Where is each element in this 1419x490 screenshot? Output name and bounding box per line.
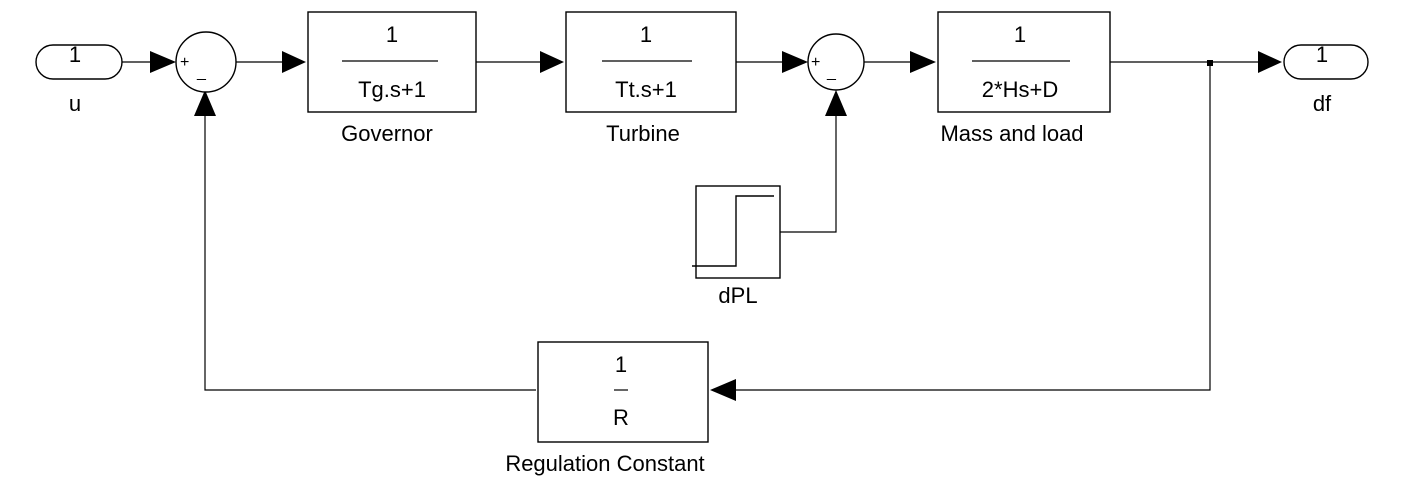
outport-shape xyxy=(1283,44,1369,80)
wire-feedback-branch xyxy=(736,62,1211,391)
sum2-plus-sign: + xyxy=(811,54,820,71)
regulation-block[interactable]: 1 R Regulation Constant xyxy=(505,341,709,476)
arrow-into-df xyxy=(1258,51,1282,73)
regulation-denominator: R xyxy=(613,405,629,430)
wire-regulation-to-sum1 xyxy=(204,116,536,391)
arrow-into-governor xyxy=(282,51,306,73)
arrowheads xyxy=(150,51,1282,401)
step-label: dPL xyxy=(718,283,757,308)
governor-numerator: 1 xyxy=(386,22,398,47)
branch-point xyxy=(1207,60,1213,66)
outport-number: 1 xyxy=(1316,42,1328,67)
inport-u[interactable]: 1 u xyxy=(35,42,123,116)
step-icon xyxy=(692,195,774,267)
turbine-numerator: 1 xyxy=(640,22,652,47)
inport-shape xyxy=(35,44,123,80)
outport-label: df xyxy=(1313,91,1332,116)
signal-lines xyxy=(122,60,1258,391)
arrow-into-turbine xyxy=(540,51,564,73)
turbine-label: Turbine xyxy=(606,121,680,146)
outport-df[interactable]: 1 df xyxy=(1283,42,1369,116)
sum1-plus-sign: + xyxy=(180,54,189,71)
mass-load-box xyxy=(937,11,1111,113)
regulation-numerator: 1 xyxy=(615,352,627,377)
governor-box xyxy=(307,11,477,113)
arrow-into-sum1 xyxy=(150,51,176,73)
sum-block-2[interactable]: + _ xyxy=(807,33,865,91)
mass-load-numerator: 1 xyxy=(1014,22,1026,47)
turbine-denominator: Tt.s+1 xyxy=(615,77,677,102)
inport-label: u xyxy=(69,91,81,116)
mass-load-block[interactable]: 1 2*Hs+D Mass and load xyxy=(937,11,1111,146)
sum2-minus-sign: _ xyxy=(826,64,837,81)
regulation-box xyxy=(537,341,709,443)
mass-load-label: Mass and load xyxy=(940,121,1083,146)
arrow-into-mass xyxy=(910,51,936,73)
step-source-dpl[interactable]: dPL xyxy=(692,185,781,308)
sum-block-1[interactable]: + _ xyxy=(175,31,237,93)
arrow-into-sum2-bottom xyxy=(825,90,847,116)
arrow-into-regulation xyxy=(710,379,736,401)
arrow-into-sum1-bottom xyxy=(194,90,216,116)
arrow-into-sum2 xyxy=(782,51,808,73)
governor-block[interactable]: 1 Tg.s+1 Governor xyxy=(307,11,477,146)
wire-dpl-to-sum2 xyxy=(780,116,837,233)
inport-number: 1 xyxy=(69,42,81,67)
sum1-circle xyxy=(175,31,237,93)
step-box xyxy=(695,185,781,279)
sum1-minus-sign: _ xyxy=(196,64,207,81)
turbine-block[interactable]: 1 Tt.s+1 Turbine xyxy=(565,11,737,146)
governor-denominator: Tg.s+1 xyxy=(358,77,426,102)
sum2-circle xyxy=(807,33,865,91)
governor-label: Governor xyxy=(341,121,433,146)
regulation-label: Regulation Constant xyxy=(505,451,704,476)
turbine-box xyxy=(565,11,737,113)
mass-load-denominator: 2*Hs+D xyxy=(982,77,1058,102)
